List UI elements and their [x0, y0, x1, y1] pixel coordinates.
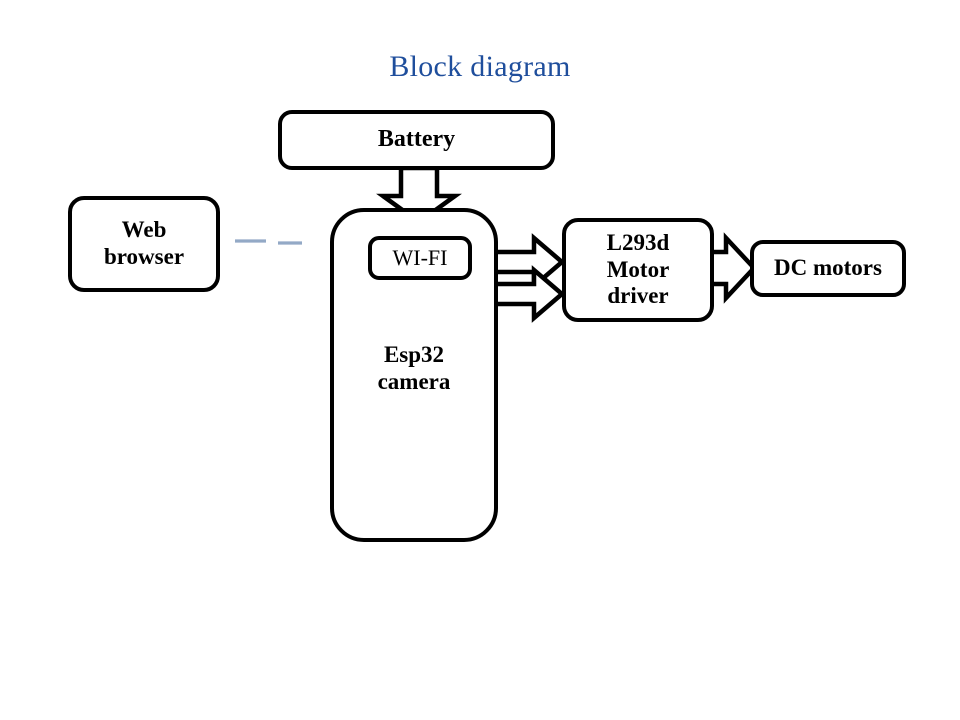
- node-l293d-label-line1: L293d: [606, 229, 670, 255]
- node-wifi-label: WI-FI: [392, 245, 448, 271]
- node-dc-motors[interactable]: DC motors: [750, 240, 906, 297]
- node-esp32-camera-label-line1: Esp32: [383, 342, 445, 367]
- node-esp32-camera-label-line2: camera: [377, 368, 451, 394]
- page-title: Block diagram: [389, 50, 571, 83]
- node-web-browser-label-line2: browser: [103, 244, 185, 269]
- node-battery-label: Battery: [377, 126, 456, 153]
- node-l293d-motor-driver[interactable]: L293d Motor driver: [562, 218, 714, 322]
- node-dc-motors-label: DC motors: [774, 255, 882, 281]
- node-web-browser-label: Web browser: [104, 217, 184, 270]
- node-l293d-label-line3: driver: [607, 283, 669, 309]
- node-web-browser-label-line1: Web: [121, 217, 167, 243]
- node-battery[interactable]: Battery: [278, 110, 555, 170]
- node-web-browser[interactable]: Web browser: [68, 196, 220, 292]
- arrow-esp32-to-l293d-bottom: [491, 265, 566, 323]
- arrow-esp32-to-l293d-top: [491, 233, 566, 291]
- node-esp32-camera-label: Esp32 camera: [334, 342, 494, 395]
- arrow-l293d-to-dcmotors: [708, 232, 758, 304]
- node-l293d-motor-driver-label: L293d Motor driver: [607, 230, 670, 310]
- node-l293d-label-line2: Motor: [606, 256, 670, 282]
- node-wifi[interactable]: WI-FI: [368, 236, 472, 280]
